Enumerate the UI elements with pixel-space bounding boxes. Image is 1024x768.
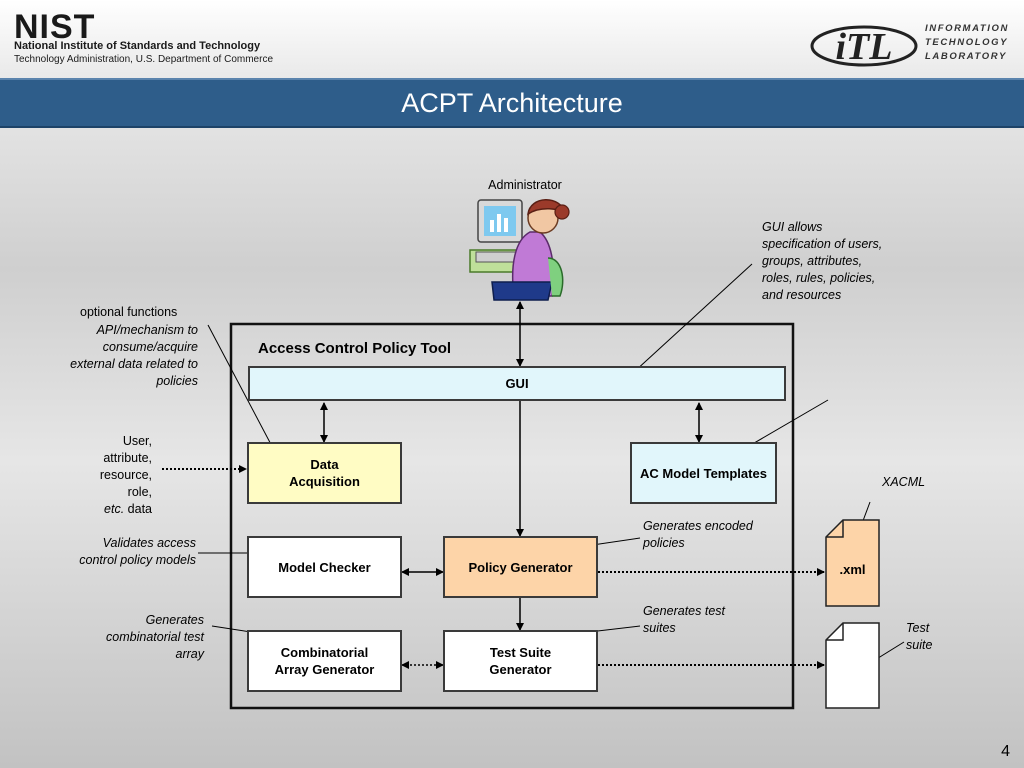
user-data-line: resource, <box>99 468 152 482</box>
gui-note: GUI allows specification of users, group… <box>762 219 882 304</box>
optional-functions-label: optional functions <box>80 305 178 319</box>
xacml-label: XACML <box>882 475 926 489</box>
user-data-line: role, <box>127 485 152 499</box>
combinatorial-note-line: Generates <box>145 613 204 627</box>
gui-note-line: and resources <box>762 288 842 302</box>
test-suite-document-icon <box>825 622 880 709</box>
org-name: National Institute of Standards and Tech… <box>14 40 261 52</box>
gui-callout-line <box>622 263 753 383</box>
api-note: API/mechanism to consume/acquire externa… <box>30 322 198 390</box>
validates-note-line: control policy models <box>79 553 196 567</box>
combinatorial-array-generator-label: Array Generator <box>274 662 375 677</box>
policy-generator-label: Policy Generator <box>468 559 573 575</box>
gui-box: GUI <box>248 366 786 401</box>
administrator-label: Administrator <box>488 178 562 192</box>
combinatorial-note-line: array <box>175 647 204 661</box>
tool-title: Access Control Policy Tool <box>258 340 452 357</box>
encoded-policies-note: Generates encoded policies <box>643 518 753 552</box>
test-suite-generator-box: Test Suite Generator <box>443 630 598 692</box>
test-suite-doc-label-line: Test <box>906 621 930 635</box>
api-note-line: external data related to <box>70 357 198 371</box>
lab-name-line: TECHNOLOGY <box>925 37 1009 48</box>
gui-note-line: GUI allows <box>762 220 823 234</box>
api-note-line: API/mechanism to <box>96 323 198 337</box>
test-suites-note-line: suites <box>643 621 676 635</box>
encoded-note-line: policies <box>643 536 685 550</box>
combinatorial-note-line: combinatorial test <box>106 630 204 644</box>
test-suite-doc-label: Test suite <box>906 620 932 654</box>
data-acquisition-label: Data <box>310 457 339 472</box>
test-suite-document-fold <box>826 623 844 641</box>
policy-generator-box: Policy Generator <box>443 536 598 598</box>
xml-document-icon <box>825 519 880 607</box>
test-suite-doc-label-line: suite <box>906 638 933 652</box>
page-number: 4 <box>1001 743 1010 760</box>
ac-model-templates-box: AC Model Templates <box>630 442 777 504</box>
org-subtitle: Technology Administration, U.S. Departme… <box>14 54 273 65</box>
combinatorial-array-generator-label: Combinatorial <box>280 645 369 660</box>
test-suite-generator-label: Generator <box>489 662 552 677</box>
api-note-line: consume/acquire <box>102 340 198 354</box>
user-data-suffix: data <box>124 502 152 516</box>
data-acquisition-label: Acquisition <box>289 474 360 489</box>
xml-document-fold <box>826 520 844 538</box>
administrator-icon <box>469 199 570 301</box>
test-suites-note-line: Generates test <box>643 604 725 618</box>
gui-note-line: roles, rules, policies, <box>762 271 876 285</box>
model-checker-box: Model Checker <box>247 536 402 598</box>
ac-model-templates-label: AC Model Templates <box>640 465 767 481</box>
data-acquisition-box: Data Acquisition <box>247 442 402 504</box>
lab-name: INFORMATION TECHNOLOGY LABORATORY <box>925 22 1009 64</box>
validates-note: Validates access control policy models <box>40 535 196 569</box>
test-suites-note: Generates test suites <box>643 603 725 637</box>
gui-label: GUI <box>505 376 529 391</box>
model-checker-label: Model Checker <box>278 559 371 575</box>
user-data-line-last: etc. data <box>60 501 152 518</box>
validates-note-line: Validates access <box>102 536 196 550</box>
tool-container <box>229 322 795 710</box>
slide-title: ACPT Architecture <box>401 88 623 118</box>
itl-logo: iTL <box>810 25 918 68</box>
title-bar <box>0 78 1024 128</box>
encoded-note-line: Generates encoded <box>643 519 753 533</box>
user-data-line: attribute, <box>103 451 152 465</box>
user-data-etc: etc. <box>104 502 125 516</box>
api-note-line: policies <box>156 374 198 388</box>
combinatorial-array-generator-box: Combinatorial Array Generator <box>247 630 402 692</box>
combinatorial-note: Generates combinatorial test array <box>70 612 204 663</box>
test-suite-generator-label: Test Suite <box>489 645 552 660</box>
xml-document-label: .xml <box>839 562 866 577</box>
lab-name-line: INFORMATION <box>925 23 1009 34</box>
api-callout-line <box>207 324 276 453</box>
gui-note-line: specification of users, <box>762 237 883 251</box>
gui-note-line: groups, attributes, <box>762 254 863 268</box>
user-data-line: User, <box>122 434 152 448</box>
lab-name-line: LABORATORY <box>925 51 1007 62</box>
nist-logo: NIST <box>14 8 96 46</box>
user-data-note: User, attribute, resource, role, etc. da… <box>60 433 152 518</box>
itl-logo-text: iTL <box>836 26 893 68</box>
